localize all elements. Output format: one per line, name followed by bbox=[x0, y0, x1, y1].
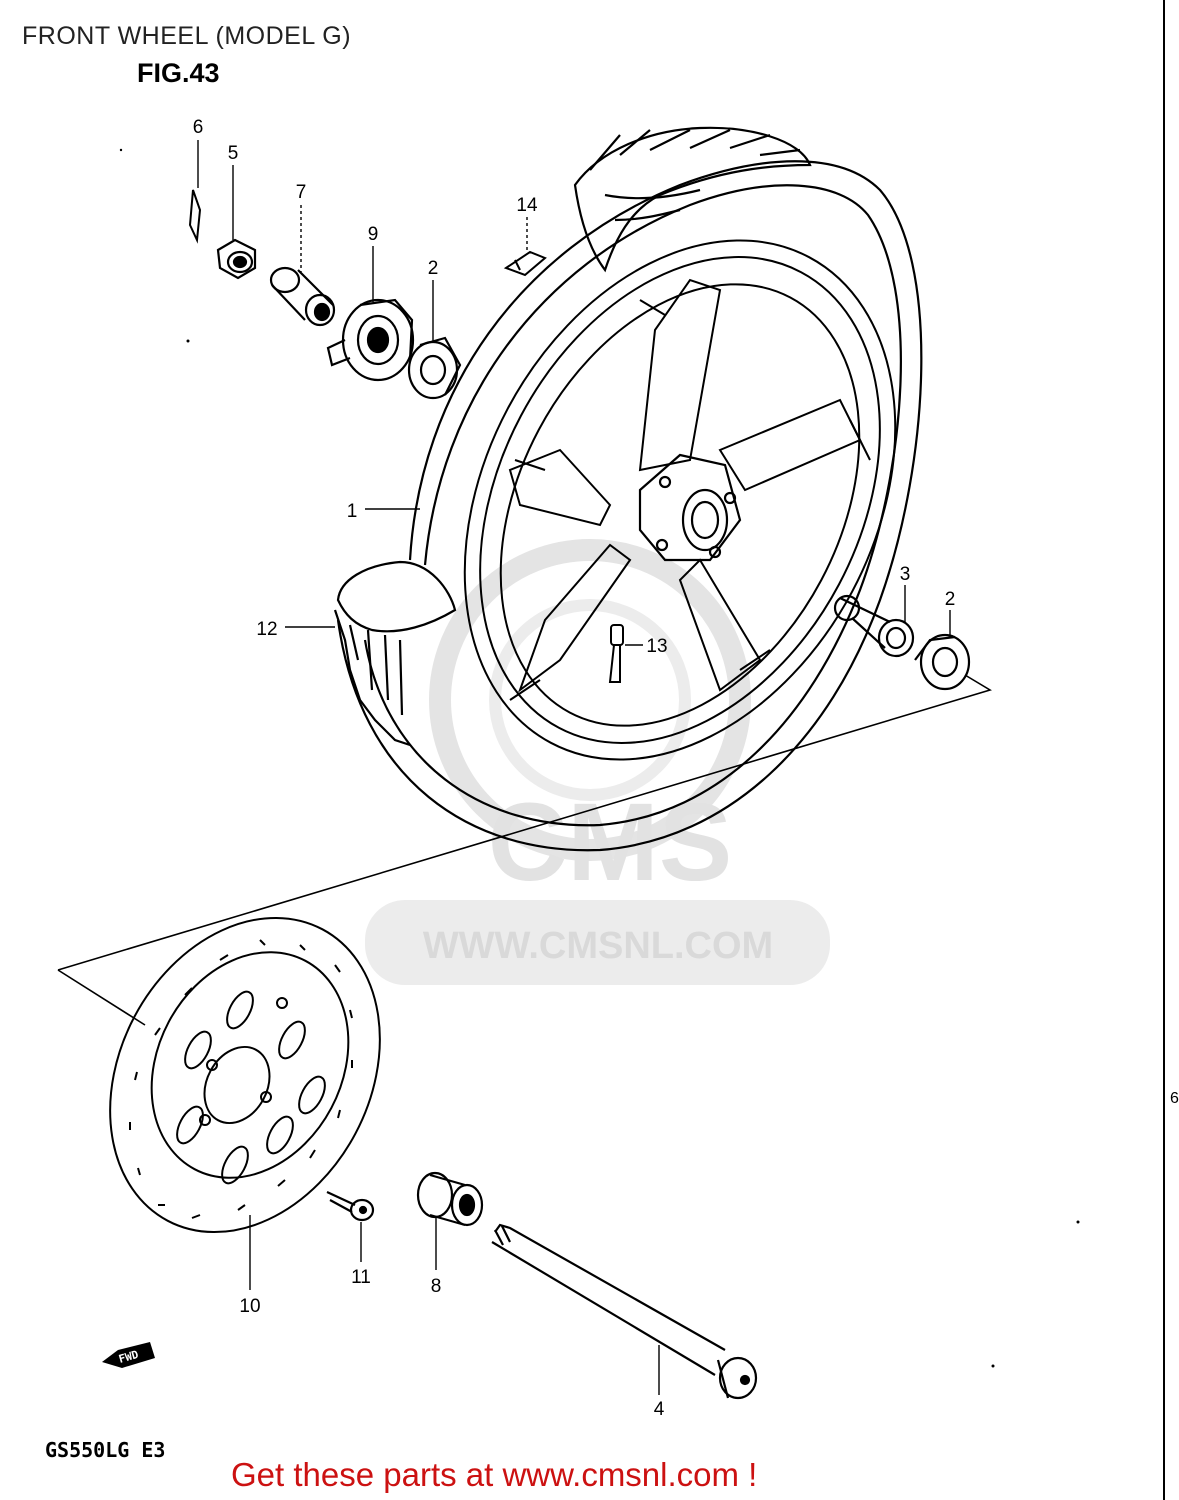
page-title: FRONT WHEEL (MODEL G) bbox=[22, 22, 352, 50]
collar-8 bbox=[416, 1171, 484, 1227]
front-axle bbox=[491, 1223, 758, 1400]
spacer-7 bbox=[269, 266, 336, 327]
watermark: CMS WWW.CMSNL.COM bbox=[365, 539, 830, 985]
callout-13: 13 bbox=[646, 636, 667, 657]
page-border-line bbox=[1163, 0, 1165, 1500]
callout-5: 5 bbox=[228, 143, 239, 164]
callouts: 6 5 7 9 2 14 1 12 3 2 13 10 11 8 4 bbox=[193, 117, 956, 1420]
callout-12: 12 bbox=[256, 619, 277, 640]
fwd-label: FWD bbox=[117, 1348, 140, 1366]
model-code: GS550LG E3 bbox=[45, 1438, 166, 1462]
callout-6: 6 bbox=[193, 117, 204, 138]
watermark-badge bbox=[365, 900, 830, 985]
tire bbox=[333, 126, 923, 852]
fwd-arrow: FWD bbox=[102, 1342, 155, 1368]
spacer-3 bbox=[833, 594, 915, 658]
watermark-url: WWW.CMSNL.COM bbox=[423, 925, 773, 967]
wheel-hub bbox=[638, 453, 742, 562]
figure-label: FIG.43 bbox=[137, 58, 220, 88]
tire-valve bbox=[608, 624, 624, 683]
callout-7: 7 bbox=[296, 182, 307, 203]
leader-lines bbox=[197, 140, 951, 1395]
callout-4: 4 bbox=[654, 1399, 665, 1420]
callout-1: 1 bbox=[347, 501, 358, 522]
promo-link[interactable]: Get these parts at www.cmsnl.com ! bbox=[231, 1456, 758, 1493]
disc-bolt bbox=[326, 1191, 375, 1222]
callout-2-left: 2 bbox=[428, 258, 439, 279]
edge-fragment: 6 bbox=[1170, 1090, 1179, 1107]
callout-8: 8 bbox=[431, 1276, 442, 1297]
cotter-pin bbox=[188, 189, 202, 244]
callout-3: 3 bbox=[900, 564, 911, 585]
callout-11: 11 bbox=[351, 1267, 371, 1288]
callout-2-right: 2 bbox=[945, 589, 956, 610]
bearing-right bbox=[914, 633, 971, 691]
bearing-left bbox=[407, 336, 462, 400]
callout-9: 9 bbox=[368, 224, 379, 245]
section-line bbox=[57, 674, 992, 971]
speedometer-gearbox bbox=[326, 298, 415, 382]
wheel-rim bbox=[463, 239, 897, 761]
balancer-weight bbox=[503, 250, 547, 277]
callout-14: 14 bbox=[516, 195, 538, 216]
stray-dots bbox=[119, 148, 1080, 1368]
brake-disc bbox=[109, 916, 381, 1234]
callout-10: 10 bbox=[239, 1296, 260, 1317]
watermark-brand: CMS bbox=[488, 781, 732, 904]
axle-nut bbox=[216, 238, 257, 280]
